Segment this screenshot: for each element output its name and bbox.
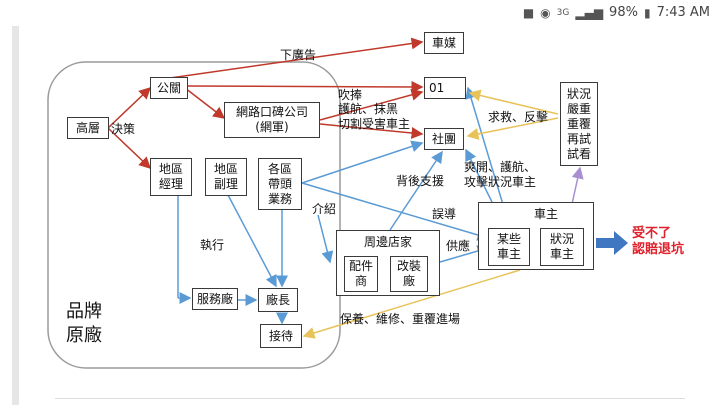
node-changzhang: 廠長 bbox=[258, 288, 298, 312]
exit-arrow bbox=[596, 231, 628, 255]
node-01: 01 bbox=[424, 77, 466, 99]
clock: 7:43 AM bbox=[656, 5, 710, 20]
status-icons: ■ ◉ 3G ▂▄▆ 98% ▮ 7:43 AM bbox=[523, 5, 710, 20]
node-shetuan: 社團 bbox=[424, 128, 464, 150]
label-qiujiu: 求救、反擊 bbox=[488, 110, 549, 124]
battery-percent: 98% bbox=[609, 5, 638, 20]
node-diqu-fuli: 地區 副理 bbox=[205, 158, 247, 196]
label-baoyang: 保養、維修、重覆進場 bbox=[340, 312, 461, 326]
signal-icon: ▂▄▆ bbox=[575, 5, 604, 20]
label-wudao: 誤導 bbox=[432, 207, 457, 221]
node-gequ: 各區 帶頭 業務 bbox=[258, 158, 302, 210]
network-label: 3G bbox=[556, 7, 570, 18]
node-diqu-jingli: 地區 經理 bbox=[150, 158, 192, 196]
label-chuipeng: 吹捧 護航、抹黑 切割受害車主 bbox=[338, 88, 411, 131]
label-gongying: 供應 bbox=[446, 239, 471, 253]
node-peijian: 配件 商 bbox=[344, 256, 378, 292]
notification-icon: ■ bbox=[522, 5, 535, 20]
battery-icon: ▮ bbox=[643, 5, 651, 20]
node-chezhu: 車主 bbox=[533, 207, 558, 221]
node-mouxie: 某些 車主 bbox=[488, 228, 530, 266]
node-zhoubian: 周邊店家 bbox=[363, 235, 412, 249]
brand-factory-region bbox=[47, 61, 341, 369]
status-bar: ■ ◉ 3G ▂▄▆ 98% ▮ 7:43 AM bbox=[0, 0, 720, 26]
label-jieshao: 介紹 bbox=[312, 202, 337, 216]
label-pinpai-yuanchang: 品牌 原廠 bbox=[66, 301, 102, 347]
bottom-divider bbox=[55, 398, 685, 399]
node-gongguan: 公關 bbox=[150, 77, 188, 99]
node-gaoceng: 高層 bbox=[67, 117, 109, 139]
left-scroll-edge bbox=[12, 26, 19, 405]
label-beihou: 背後支援 bbox=[396, 174, 445, 188]
node-jiedai: 接待 bbox=[260, 324, 302, 348]
alarm-icon: ◉ bbox=[540, 5, 551, 20]
label-zhixing: 執行 bbox=[200, 238, 225, 252]
label-xiaguanggao: 下廣告 bbox=[280, 48, 317, 62]
node-wanglu: 網路口碑公司 (網軍) bbox=[224, 102, 320, 138]
label-jueyi: 決策 bbox=[111, 122, 136, 136]
node-zhuangkuang-chezhu: 狀況 車主 bbox=[540, 228, 584, 266]
node-zhuangkuang-yz: 狀況 嚴重 重覆 再試 試看 bbox=[560, 82, 598, 166]
callout-quit: 受不了 認賠退坑 bbox=[632, 226, 685, 257]
node-chemei: 車媒 bbox=[424, 32, 464, 54]
node-fuwuchang: 服務廠 bbox=[192, 288, 238, 310]
node-gaizhuang: 改裝 廠 bbox=[390, 256, 428, 292]
label-shuangkai: 爽開、護航、 攻擊狀況車主 bbox=[464, 160, 537, 189]
